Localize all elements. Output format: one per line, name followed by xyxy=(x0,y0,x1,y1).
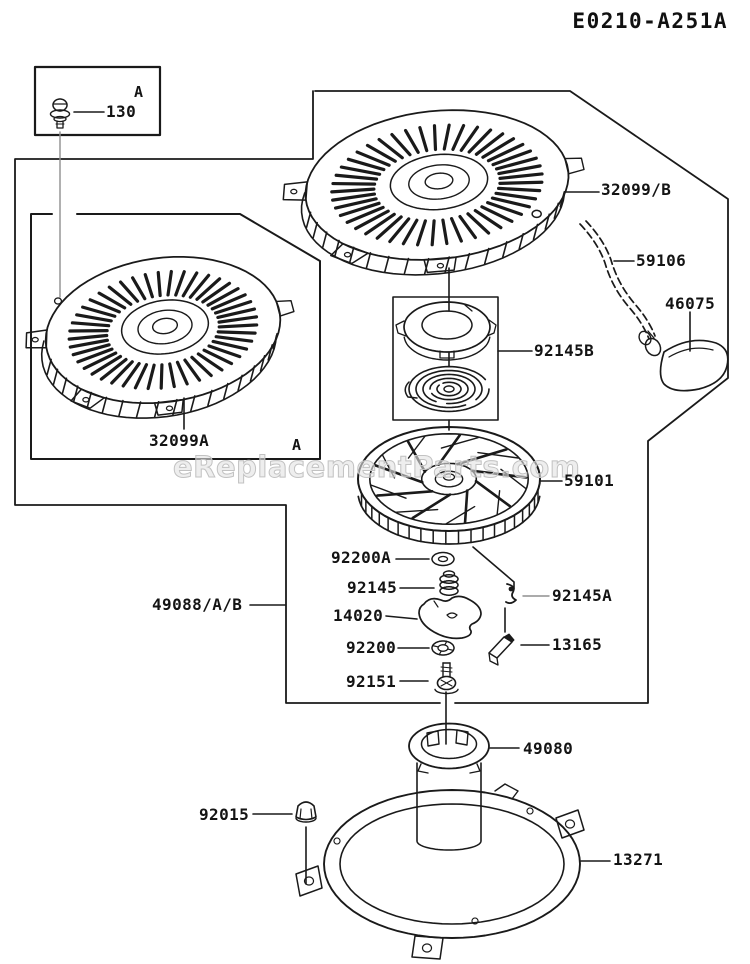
part-label-92015: 92015 xyxy=(199,805,250,824)
detail-box-outline xyxy=(33,65,162,137)
spring-assembly-drawing-92145b xyxy=(395,301,497,413)
plate-drawing-13271 xyxy=(295,783,585,960)
part-label-32099-b: 32099/B xyxy=(601,180,672,199)
diagram-code: E0210-A251A xyxy=(572,9,728,33)
fan-reel-drawing-59101 xyxy=(357,426,541,545)
part-label-49088-ab: 49088/A/B xyxy=(152,595,243,614)
part-label-130: 130 xyxy=(106,102,137,121)
recoil-case-drawing-32099b xyxy=(282,109,585,276)
small-parts-column xyxy=(418,551,482,695)
pulley-drawing-49080 xyxy=(408,722,490,851)
leader-lines-gray xyxy=(59,131,550,597)
main-outline xyxy=(14,90,729,704)
bolt-drawing-130 xyxy=(49,98,71,129)
part-label-92200a: 92200A xyxy=(331,548,392,567)
inset-box-marker: A xyxy=(292,436,302,454)
part-label-59106: 59106 xyxy=(636,251,687,270)
part-label-92145a: 92145A xyxy=(552,586,613,605)
part-label-92145b: 92145B xyxy=(534,341,595,360)
spring-box-outline xyxy=(392,296,499,421)
part-label-46075: 46075 xyxy=(665,294,716,313)
detail-box-marker: A xyxy=(134,83,144,101)
part-label-13271: 13271 xyxy=(613,850,664,869)
pawl-parts-drawings xyxy=(488,583,517,666)
part-label-92200: 92200 xyxy=(346,638,397,657)
part-label-92145: 92145 xyxy=(347,578,398,597)
part-label-92151: 92151 xyxy=(346,672,397,691)
starter-rope-drawing-59106 xyxy=(579,220,656,340)
part-label-13165: 13165 xyxy=(552,635,603,654)
starter-grip-drawing-46075 xyxy=(638,330,729,392)
part-label-32099a: 32099A xyxy=(149,431,210,450)
leader-lines xyxy=(73,111,691,885)
recoil-case-drawing-32099a xyxy=(25,255,295,419)
part-label-14020: 14020 xyxy=(333,606,384,625)
nut-drawing-92015 xyxy=(295,801,317,823)
part-label-59101: 59101 xyxy=(564,471,615,490)
inset-box-outline xyxy=(30,213,321,460)
part-label-49080: 49080 xyxy=(523,739,574,758)
frame-outlines xyxy=(14,65,729,704)
